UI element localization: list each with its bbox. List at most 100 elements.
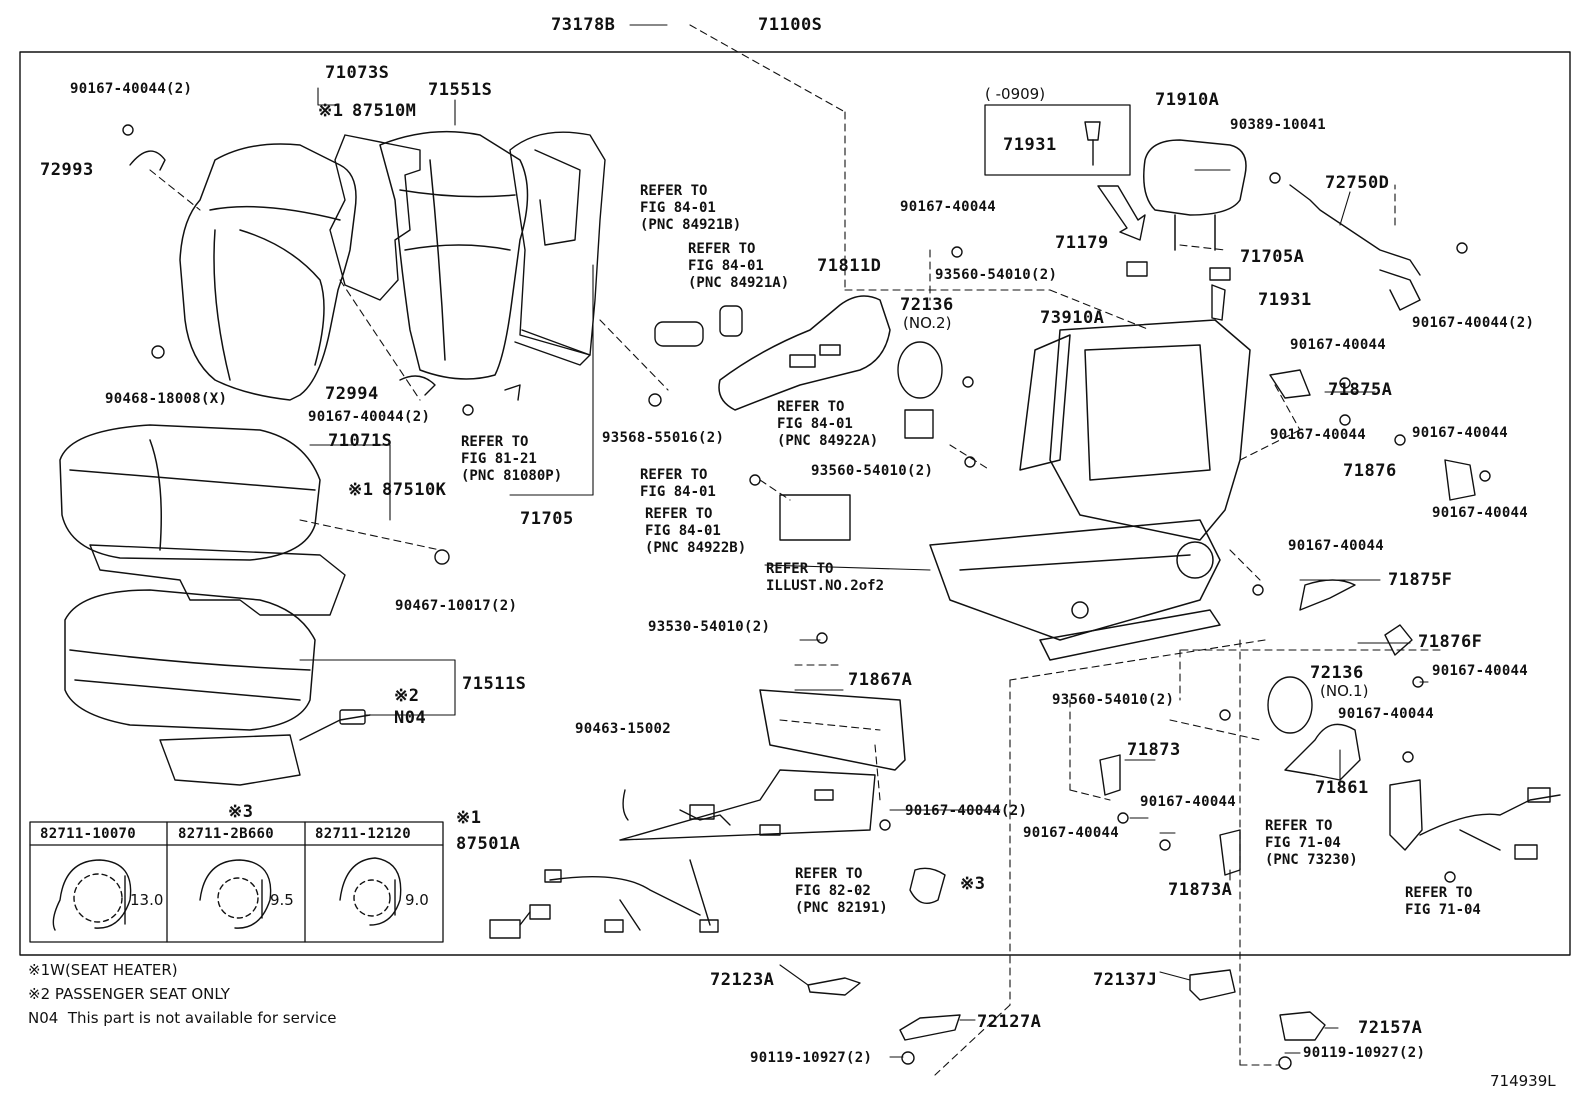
part-label-71876[interactable]: 71876 bbox=[1343, 461, 1397, 481]
part-label-72136-no1[interactable]: 72136 bbox=[1310, 663, 1364, 683]
refer-note-84921A: REFER TO FIG 84-01 (PNC 84921A) bbox=[688, 241, 790, 291]
part-label-90167-40044-h[interactable]: 90167-40044 bbox=[1432, 505, 1529, 521]
seat-wire-harness bbox=[489, 769, 891, 939]
seat-side-shield bbox=[718, 295, 891, 411]
refer-note-illust-2of2: REFER TO ILLUST.NO.2of2 bbox=[766, 561, 885, 594]
part-label-93530-54010[interactable]: 93530-54010(2) bbox=[648, 619, 771, 635]
part-label-71876F[interactable]: 71876F bbox=[1418, 632, 1483, 652]
seat-back-cover bbox=[179, 143, 357, 401]
part-label-90167-40044-2-d[interactable]: 90167-40044(2) bbox=[1412, 315, 1535, 331]
part-label-71873[interactable]: 71873 bbox=[1127, 740, 1181, 760]
part-label-93568-55016[interactable]: 93568-55016(2) bbox=[602, 430, 725, 446]
heater-mat-seat bbox=[89, 544, 346, 616]
part-label-90167-40044-c[interactable]: 90167-40044 bbox=[900, 199, 997, 215]
part-label-73910A[interactable]: 73910A bbox=[1040, 308, 1105, 328]
part-label-90468-18008[interactable]: 90468-18008(X) bbox=[105, 391, 228, 407]
clip-part-2[interactable]: 82711-2B660 bbox=[178, 826, 275, 842]
part-label-72750D[interactable]: 72750D bbox=[1325, 173, 1390, 193]
seat-cushion-pad bbox=[64, 589, 316, 731]
refer-note-84922B: REFER TO FIG 84-01 (PNC 84922B) bbox=[645, 506, 747, 556]
heater-mark-87510K: ※1 bbox=[348, 480, 374, 500]
part-label-71861[interactable]: 71861 bbox=[1315, 778, 1369, 798]
part-label-90167-40044-k[interactable]: 90167-40044 bbox=[1338, 706, 1435, 722]
heater-mark-87510M: ※1 bbox=[318, 101, 344, 121]
refer-note-8401: REFER TO FIG 84-01 bbox=[640, 467, 716, 500]
part-label-90167-40044-2-b[interactable]: 90167-40044(2) bbox=[308, 409, 431, 425]
clip-dim-3: 9.0 bbox=[405, 891, 429, 909]
part-label-93560-54010-a[interactable]: 93560-54010(2) bbox=[935, 267, 1058, 283]
heater-pad-back bbox=[329, 134, 421, 301]
clip-table-mark: ※3 bbox=[228, 802, 254, 822]
part-label-71071S[interactable]: 71071S bbox=[328, 431, 393, 451]
part-label-90167-40044-m[interactable]: 90167-40044 bbox=[1023, 825, 1120, 841]
part-label-90167-40044-i[interactable]: 90167-40044 bbox=[1288, 538, 1385, 554]
assembly-frame bbox=[19, 51, 1571, 956]
part-label-71931-b[interactable]: 71931 bbox=[1258, 290, 1312, 310]
switch-knobs bbox=[654, 305, 743, 347]
part-label-71551S[interactable]: 71551S bbox=[428, 80, 493, 100]
part-label-71875F[interactable]: 71875F bbox=[1388, 570, 1453, 590]
part-label-n04[interactable]: N04 bbox=[394, 708, 427, 728]
part-label-72157A[interactable]: 72157A bbox=[1358, 1018, 1423, 1038]
part-label-71100S[interactable]: 71100S bbox=[758, 15, 823, 35]
part-sub-label-no2: (NO.2) bbox=[903, 314, 952, 332]
part-label-90463-15002[interactable]: 90463-15002 bbox=[575, 721, 672, 737]
part-label-71875A[interactable]: 71875A bbox=[1328, 380, 1393, 400]
part-label-90167-40044-2-n[interactable]: 90167-40044(2) bbox=[905, 803, 1028, 819]
part-label-90467-10017[interactable]: 90467-10017(2) bbox=[395, 598, 518, 614]
arrow-pointer bbox=[1097, 185, 1146, 241]
part-label-90167-40044-j[interactable]: 90167-40044 bbox=[1432, 663, 1529, 679]
part-label-87510K[interactable]: 87510K bbox=[382, 480, 447, 500]
dashed-leaders bbox=[149, 24, 1441, 1076]
seat-back-board bbox=[509, 131, 606, 366]
part-label-87501A[interactable]: 87501A bbox=[456, 834, 521, 854]
part-label-72994[interactable]: 72994 bbox=[325, 384, 379, 404]
refer-note-81080P: REFER TO FIG 81-21 (PNC 81080P) bbox=[461, 434, 563, 484]
part-label-90389-10041[interactable]: 90389-10041 bbox=[1230, 117, 1327, 133]
heater-mark-87501A: ※1 bbox=[456, 808, 482, 828]
part-label-72123A[interactable]: 72123A bbox=[710, 970, 775, 990]
part-label-90167-40044-f[interactable]: 90167-40044 bbox=[1270, 427, 1367, 443]
seat-belt-buckle bbox=[1389, 779, 1561, 883]
clip-table-grid bbox=[29, 821, 444, 943]
refer-note-7104: REFER TO FIG 71-04 bbox=[1405, 885, 1481, 918]
part-label-90119-10927-a[interactable]: 90119-10927(2) bbox=[750, 1050, 873, 1066]
refer-note-84921B: REFER TO FIG 84-01 (PNC 84921B) bbox=[640, 183, 742, 233]
part-label-90167-40044-g[interactable]: 90167-40044 bbox=[1412, 425, 1509, 441]
part-label-71867A[interactable]: 71867A bbox=[848, 670, 913, 690]
clip-icons bbox=[52, 857, 402, 931]
headrest-assy bbox=[1143, 139, 1247, 251]
part-label-71705[interactable]: 71705 bbox=[520, 509, 574, 529]
part-label-71073S[interactable]: 71073S bbox=[325, 63, 390, 83]
part-label-73178B[interactable]: 73178B bbox=[551, 15, 616, 35]
seat-cushion-front-cover bbox=[759, 689, 906, 771]
refer-note-73230: REFER TO FIG 71-04 (PNC 73230) bbox=[1265, 818, 1358, 868]
part-label-71873A[interactable]: 71873A bbox=[1168, 880, 1233, 900]
part-label-87510M[interactable]: 87510M bbox=[352, 101, 417, 121]
part-label-90167-40044-e[interactable]: 90167-40044 bbox=[1290, 337, 1387, 353]
part-label-90167-40044-2-a[interactable]: 90167-40044(2) bbox=[70, 81, 193, 97]
part-label-93560-54010-b[interactable]: 93560-54010(2) bbox=[811, 463, 934, 479]
part-label-72136-no2[interactable]: 72136 bbox=[900, 295, 954, 315]
part-label-93560-54010-c[interactable]: 93560-54010(2) bbox=[1052, 692, 1175, 708]
refer-note-84922A: REFER TO FIG 84-01 (PNC 84922A) bbox=[777, 399, 879, 449]
part-label-71910A[interactable]: 71910A bbox=[1155, 90, 1220, 110]
part-label-71179[interactable]: 71179 bbox=[1055, 233, 1109, 253]
clip-part-3[interactable]: 82711-12120 bbox=[315, 826, 412, 842]
part-label-72127A[interactable]: 72127A bbox=[977, 1012, 1042, 1032]
footnote-3-text: This part is not available for service bbox=[67, 1009, 337, 1027]
part-label-72137J[interactable]: 72137J bbox=[1093, 970, 1158, 990]
part-label-72993[interactable]: 72993 bbox=[40, 160, 94, 180]
part-label-71931-a[interactable]: 71931 bbox=[1003, 135, 1057, 155]
range-note-box bbox=[984, 104, 1131, 176]
part-label-71705A[interactable]: 71705A bbox=[1240, 247, 1305, 267]
clip-part-1[interactable]: 82711-10070 bbox=[40, 826, 137, 842]
part-label-71511S[interactable]: 71511S bbox=[462, 674, 527, 694]
footnote-1-mark: ※1 bbox=[28, 961, 51, 979]
heater-unit-cushion bbox=[159, 734, 301, 786]
part-label-71811D[interactable]: 71811D bbox=[817, 256, 882, 276]
part-label-90119-10927-b[interactable]: 90119-10927(2) bbox=[1303, 1045, 1426, 1061]
bottom-row-parts bbox=[807, 969, 1326, 1070]
part-label-90167-40044-l[interactable]: 90167-40044 bbox=[1140, 794, 1237, 810]
leader-lines bbox=[299, 24, 1429, 1058]
